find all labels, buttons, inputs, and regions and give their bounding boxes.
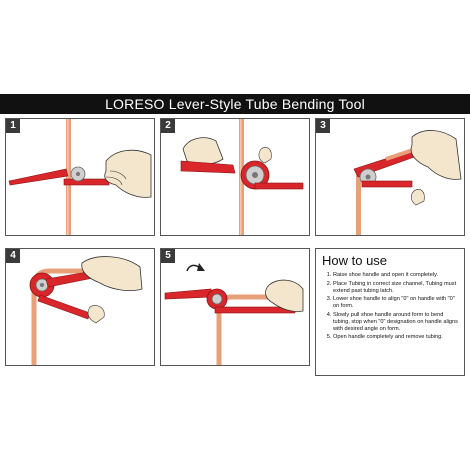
step-2-illustration [180, 119, 304, 235]
how-to-use-panel: How to use Raise shoe handle and open it… [315, 248, 465, 376]
step-number: 4 [6, 249, 20, 263]
step-panel-1: 1 [5, 118, 155, 236]
instruction-item: Slowly pull shoe handle around form to b… [333, 312, 458, 333]
step-number: 1 [6, 119, 20, 133]
step-number: 2 [161, 119, 175, 133]
instruction-item: Raise shoe handle and open it completely… [333, 272, 458, 279]
step-panel-4: 4 [5, 248, 155, 366]
step-number: 3 [316, 119, 330, 133]
instruction-list: Raise shoe handle and open it completely… [322, 272, 458, 341]
step-panel-3: 3 [315, 118, 465, 236]
step-number: 5 [161, 249, 175, 263]
instruction-item: Place Tubing in correct size channel, Tu… [333, 281, 458, 295]
step-panel-2: 2 [160, 118, 310, 236]
step-1-illustration [8, 119, 152, 235]
step-3-illustration [353, 130, 462, 235]
how-to-heading: How to use [322, 253, 388, 268]
title-banner: LORESO Lever-Style Tube Bending Tool [0, 94, 470, 114]
instruction-item: Open handle completely and remove tubing… [333, 334, 458, 341]
step-4-illustration [29, 256, 143, 365]
step-5-illustration [164, 263, 304, 365]
instruction-item: Lower shoe handle to align "0" on handle… [333, 296, 458, 310]
page-title: LORESO Lever-Style Tube Bending Tool [105, 96, 365, 112]
step-panel-5: 5 [160, 248, 310, 366]
